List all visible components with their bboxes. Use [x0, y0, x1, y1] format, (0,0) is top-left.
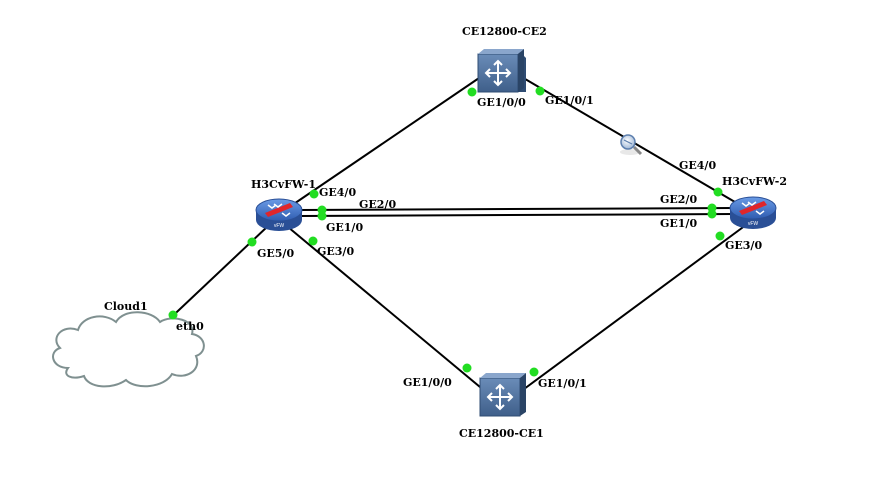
vfw-badge: vFW: [274, 223, 285, 229]
port-dot-fw1-ge5-0[interactable]: [247, 237, 257, 247]
port-dot-fw1-ge1-0[interactable]: [317, 211, 327, 221]
port-dot-ce1-ge1-0-1[interactable]: [529, 367, 539, 377]
magnifier-capture-icon[interactable]: [620, 134, 643, 156]
ce12800-ce2-device[interactable]: [477, 49, 526, 93]
links: [161, 75, 753, 393]
device-label-ce2: CE12800-CE2: [462, 25, 547, 38]
switch-icon: [479, 373, 526, 417]
device-label-fw1: H3CvFW-1: [251, 178, 316, 191]
cloud1-device[interactable]: [52, 311, 205, 388]
device-label-cloud1: Cloud1: [104, 300, 148, 313]
h3cvfw-2-device[interactable]: vFW: [729, 196, 777, 229]
port-label-fw1-ge5: GE5/0: [257, 247, 295, 260]
port-dots: [168, 86, 725, 377]
port-label-ce2-p1: GE1/0/1: [545, 94, 594, 107]
port-dot-ce1-ge1-0-0[interactable]: [462, 363, 472, 373]
link-fw1-ce2[interactable]: [281, 75, 483, 213]
port-dot-cloud-eth0[interactable]: [168, 310, 178, 320]
link-ce2-fw2[interactable]: [519, 75, 753, 213]
device-label-ce1: CE12800-CE1: [459, 427, 544, 440]
link-fw1-ce1[interactable]: [281, 221, 487, 393]
h3cvfw-1-device[interactable]: vFW: [255, 198, 303, 231]
port-label-ce1-p0: GE1/0/0: [403, 376, 452, 389]
vfw-badge: vFW: [748, 221, 759, 227]
port-label-fw2-ge1: GE1/0: [660, 217, 698, 230]
link-fw1-fw2-ge1[interactable]: [299, 213, 736, 217]
port-label-fw2-ge3: GE3/0: [725, 239, 763, 252]
port-label-fw1-ge2: GE2/0: [359, 198, 397, 211]
port-label-cloud-eth0: eth0: [176, 320, 204, 333]
ce12800-ce1-device[interactable]: [479, 373, 526, 417]
port-label-fw1-ge3: GE3/0: [317, 245, 355, 258]
port-dot-fw2-ge3-0[interactable]: [715, 231, 725, 241]
port-label-ce1-p1: GE1/0/1: [538, 377, 587, 390]
link-ce1-fw2[interactable]: [519, 221, 751, 393]
port-dot-fw2-ge4-0[interactable]: [713, 187, 723, 197]
port-dot-ce2-ge1-0-0[interactable]: [467, 87, 477, 97]
port-dot-fw2-ge1-0[interactable]: [707, 209, 717, 219]
port-dot-ce2-ge1-0-1[interactable]: [535, 86, 545, 96]
port-label-fw1-ge1: GE1/0: [326, 221, 364, 234]
switch-icon: [477, 49, 526, 93]
port-dot-fw1-ge4-0[interactable]: [309, 189, 319, 199]
device-label-fw2: H3CvFW-2: [722, 175, 787, 188]
firewall-router-icon: vFW: [729, 196, 777, 229]
link-fw1-fw2-ge2[interactable]: [299, 207, 736, 211]
port-label-fw2-ge4: GE4/0: [679, 159, 717, 172]
cloud-icon: [52, 311, 205, 388]
port-label-fw1-ge4: GE4/0: [319, 186, 357, 199]
port-label-ce2-p0: GE1/0/0: [477, 96, 526, 109]
port-dot-fw1-ge3-0[interactable]: [308, 236, 318, 246]
port-label-fw2-ge2: GE2/0: [660, 193, 698, 206]
firewall-router-icon: vFW: [255, 198, 303, 231]
